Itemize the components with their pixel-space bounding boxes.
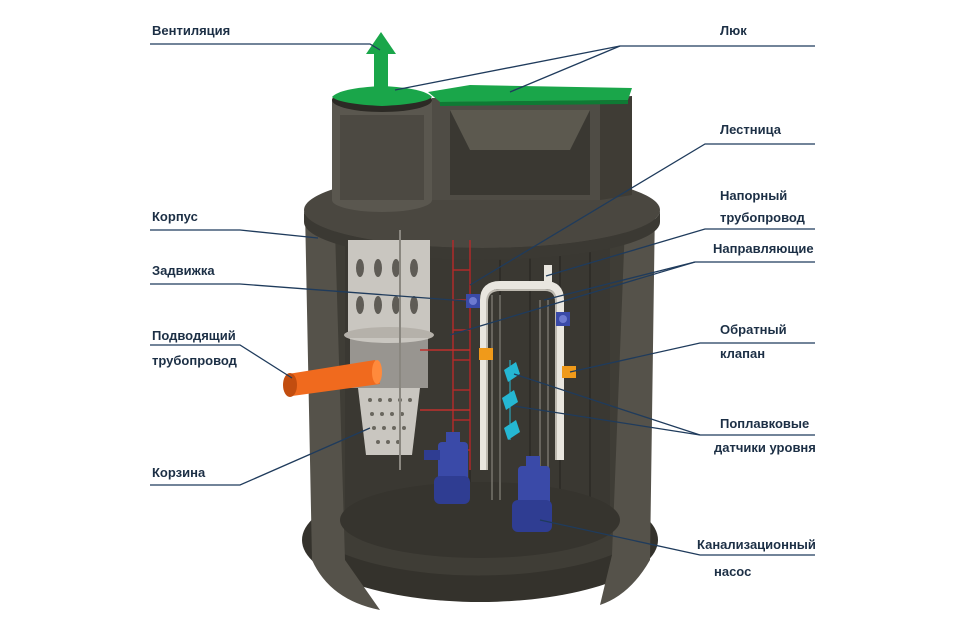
label-inlet-pipe-line2: трубопровод [152,353,237,368]
label-gate-valve: Задвижка [152,263,215,278]
label-guides: Направляющие [713,241,814,256]
label-ladder: Лестница [720,122,782,137]
hatch-lid [332,85,632,106]
hatch-shaft [432,96,632,200]
label-pressure-pipe-line1: Напорный [720,188,788,203]
inlet-pipe [283,360,382,397]
label-basket: Корзина [152,465,206,480]
label-ventilation: Вентиляция [152,23,231,38]
vent-arrow-icon [366,32,396,92]
label-check-valve-line2: клапан [720,346,766,361]
pump-right [512,456,552,532]
guide-rails [491,295,549,500]
label-body: Корпус [152,209,198,224]
red-frame [420,349,470,411]
label-inlet-pipe-line1: Подводящий [152,328,236,343]
label-hatch: Люк [720,23,747,38]
label-float-sensors-line2: датчики уровня [714,440,816,455]
label-float-sensors-line1: Поплавковые [720,416,810,431]
gate-valve [466,294,570,326]
ladder [452,240,471,470]
label-pump-line1: Канализационный [697,537,816,552]
check-valve [479,348,576,378]
leader-lines [150,43,815,556]
label-check-valve-line1: Обратный [720,322,787,337]
label-pump-line2: насос [714,564,752,579]
vent-shaft [332,88,432,212]
float-sensors [502,360,520,440]
pump-left [424,432,470,504]
label-pressure-pipe-line2: трубопровод [720,210,805,225]
